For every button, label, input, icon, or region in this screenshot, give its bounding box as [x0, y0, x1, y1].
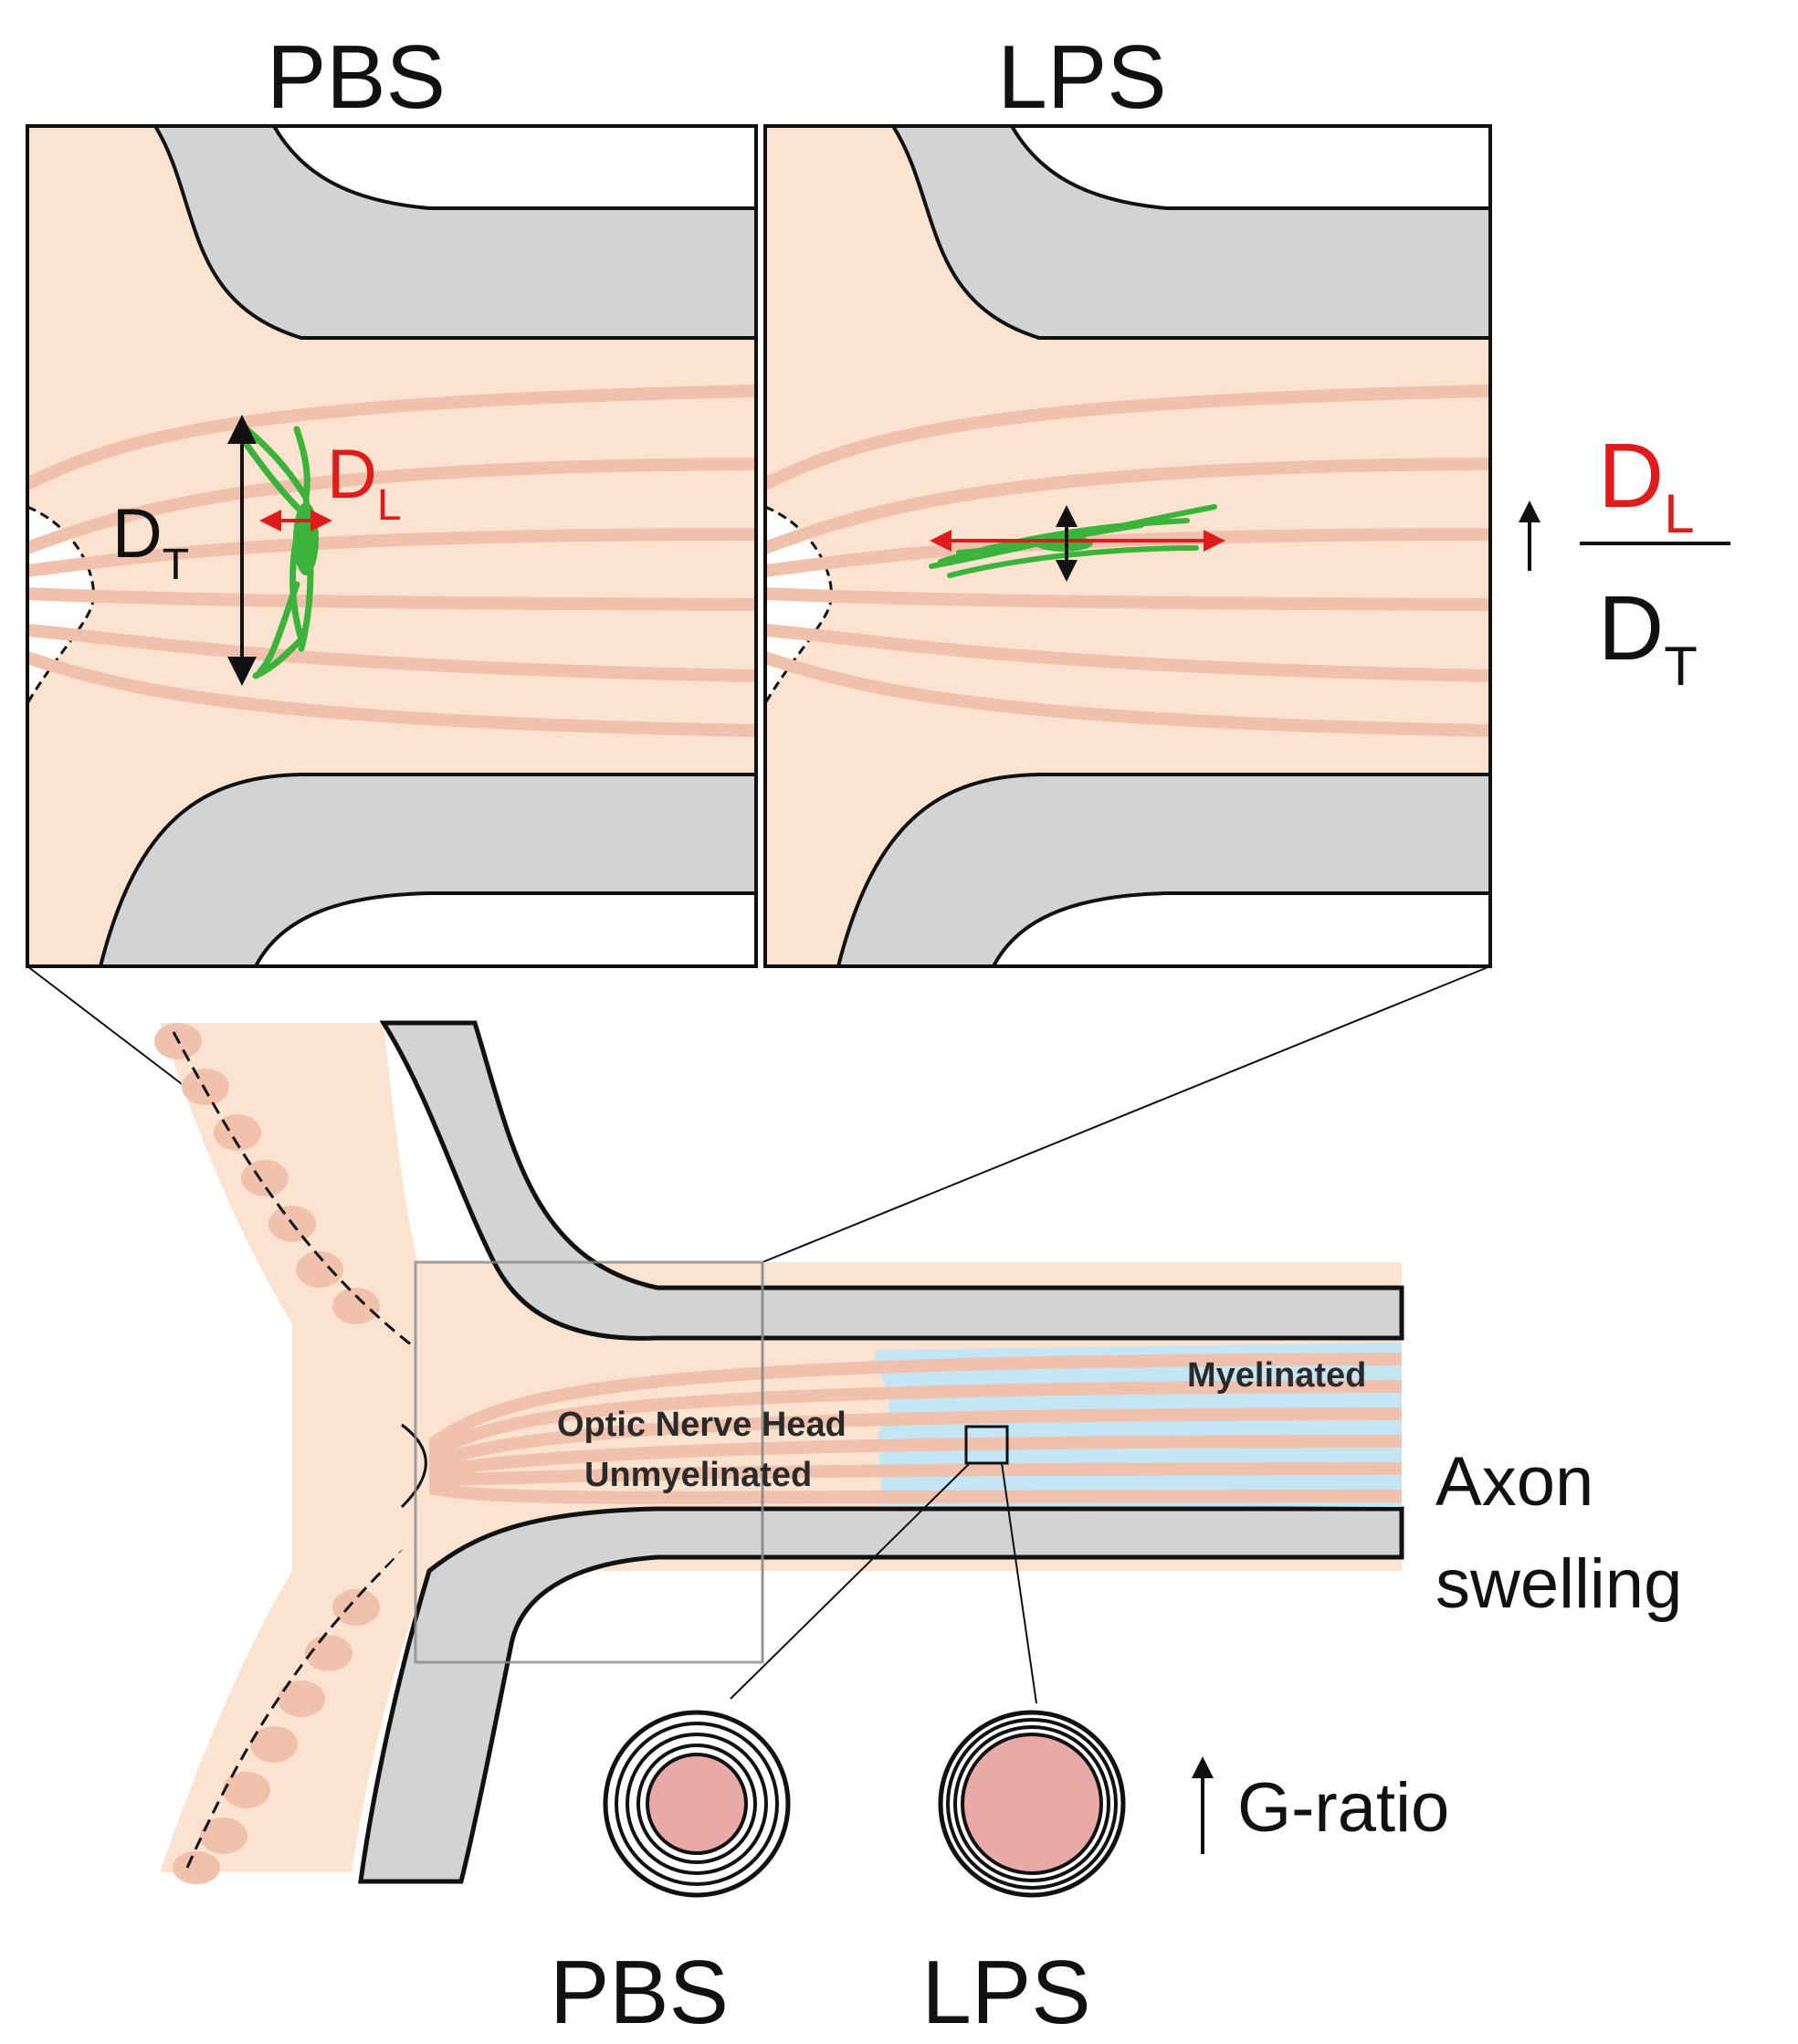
ratio-numerator: DL [1598, 425, 1695, 544]
panel-title-lps: LPS [997, 26, 1166, 127]
bottom-label-lps: LPS [921, 1942, 1090, 2042]
lps-panel [765, 126, 1490, 966]
retina-band [160, 1023, 438, 1872]
axon-swelling-line2: swelling [1435, 1545, 1682, 1623]
onh-label-line2: Unmyelinated [584, 1456, 812, 1494]
lps-cross-section [938, 1710, 1126, 1898]
overview-bottom-sheath [358, 1506, 1404, 1884]
panel-title-pbs: PBS [267, 26, 446, 127]
pbs-dl-label: DL [327, 436, 402, 530]
ratio-block: DL DT [1519, 425, 1730, 697]
lps-panel-frame [763, 124, 1492, 968]
overview-nerve [154, 1020, 1404, 1884]
overview-top-sheath [379, 1020, 1404, 1341]
zoom-line-right [762, 965, 1491, 1263]
overview-axons [429, 1353, 1402, 1504]
ratio-denominator: DT [1598, 577, 1698, 697]
onh-label-line1: Optic Nerve Head [557, 1406, 846, 1444]
cross-section-box [964, 1425, 1009, 1465]
axon-swelling-line1: Axon [1435, 1443, 1593, 1521]
retina-cells [154, 1023, 380, 1884]
pbs-panel-frame [26, 124, 758, 968]
bottom-label-pbs: PBS [550, 1942, 729, 2042]
myelinated-label: Myelinated [1187, 1356, 1366, 1395]
pbs-panel [27, 126, 756, 966]
pbs-dt-label: DT [112, 495, 189, 589]
gratio-label: G-ratio [1237, 1769, 1449, 1847]
pbs-cross-section [603, 1710, 791, 1898]
